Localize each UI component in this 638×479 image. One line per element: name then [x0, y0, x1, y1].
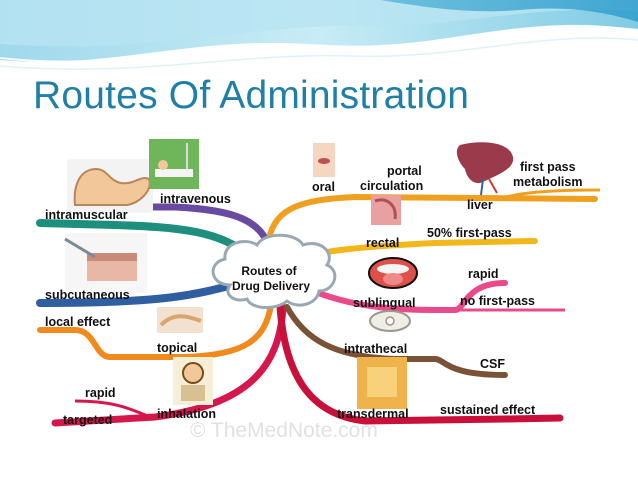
route-label-subcutaneous: subcutaneous [45, 288, 130, 302]
branch-subcutaneous [36, 279, 244, 307]
center-title-line1: Routes of [241, 264, 297, 278]
patient-bed-icon [149, 139, 199, 189]
route-label-intrathecal: intrathecal [344, 342, 407, 356]
effect-label-rapid-right: rapid [468, 267, 499, 281]
route-label-rectal: rectal [366, 236, 399, 250]
colon-icon [371, 195, 401, 225]
route-label-intravenous: intravenous [160, 192, 231, 206]
branch-topical [37, 302, 274, 360]
route-label-sublingual: sublingual [353, 296, 416, 310]
mind-map-diagram: © TheMedNote.com [36, 139, 601, 440]
effect-label-csf: CSF [480, 357, 505, 371]
liver-icon [456, 142, 514, 196]
effect-label-local-effect: local effect [45, 315, 111, 329]
slide-title: Routes Of Administration [33, 74, 470, 117]
effect-label-metabolism: metabolism [513, 175, 582, 189]
syringe-skin-icon [64, 233, 147, 293]
branch-liver-metabolism [496, 188, 601, 201]
center-node: Routes of Drug Delivery [211, 233, 337, 309]
effect-label-sustained-effect: sustained effect [440, 403, 536, 417]
skin-patch-icon [357, 357, 407, 409]
hand-cream-icon [157, 307, 203, 333]
effect-label-first-pass: first pass [520, 160, 576, 174]
branch-transdermal [276, 303, 564, 425]
decorative-wave-banner [0, 0, 638, 70]
mouth-icon [313, 143, 335, 177]
route-label-transdermal: transdermal [337, 407, 409, 421]
vertebra-icon [369, 310, 411, 332]
effect-label-no-first-pass: no first-pass [460, 294, 535, 308]
effect-label-targeted: targeted [63, 413, 112, 427]
branch-inhalation-rapid [74, 399, 156, 419]
route-label-oral: oral [312, 180, 335, 194]
watermark: © TheMedNote.com [190, 419, 378, 440]
route-label-topical: topical [157, 341, 197, 355]
effect-label-liver: liver [467, 198, 493, 212]
effect-label-circulation: circulation [360, 179, 423, 193]
effect-label-rapid-left: rapid [85, 386, 116, 400]
effect-label-portal: portal [387, 164, 422, 178]
tongue-icon [368, 257, 418, 289]
route-label-intramuscular: intramuscular [45, 208, 128, 222]
branch-rectal [294, 238, 538, 260]
route-label-inhalation: inhalation [157, 407, 216, 421]
branch-sublingual [294, 280, 508, 313]
arm-muscle-icon [67, 159, 153, 213]
effect-label-fifty-first-pass: 50% first-pass [427, 226, 512, 240]
inhaler-person-icon [173, 357, 213, 405]
center-title-line2: Drug Delivery [232, 279, 310, 293]
